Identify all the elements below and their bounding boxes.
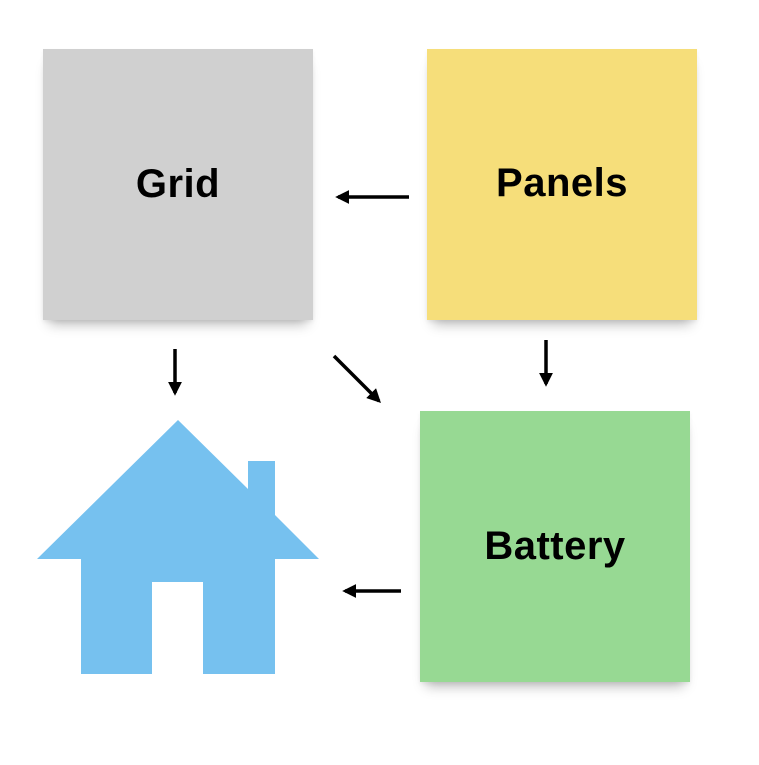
grid-node[interactable]: Grid [43, 49, 313, 320]
battery-label: Battery [484, 524, 626, 568]
arrow-grid-to-battery[interactable] [332, 354, 381, 403]
house-icon[interactable] [37, 420, 319, 674]
panels-label: Panels [496, 161, 628, 205]
house-shape [37, 420, 319, 674]
panels-node[interactable]: Panels [427, 49, 697, 320]
grid-label: Grid [135, 162, 221, 206]
battery-node[interactable]: Battery [420, 411, 690, 682]
